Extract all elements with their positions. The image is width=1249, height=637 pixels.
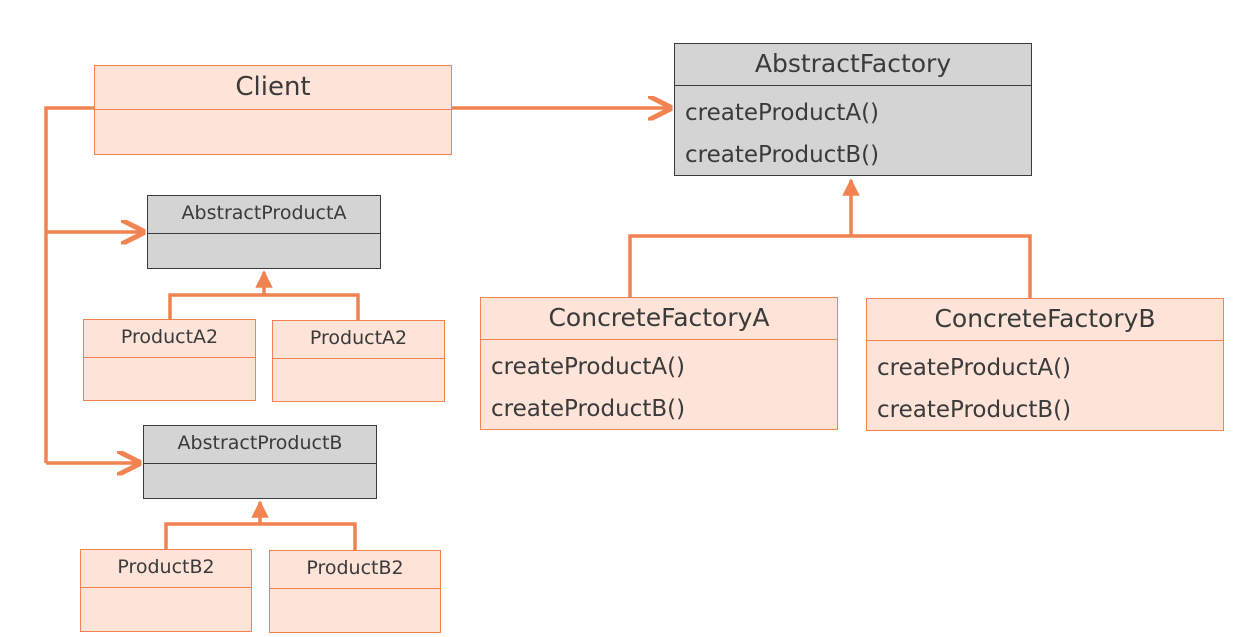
client-title: Client	[95, 66, 451, 110]
product-b-left-class: ProductB2	[80, 549, 252, 632]
client-class: Client	[94, 65, 452, 155]
product-b-inheritance	[164, 502, 357, 550]
client-dependency-trunk	[44, 106, 95, 463]
abstract-factory-class: AbstractFactory createProductA() createP…	[674, 43, 1032, 176]
abstract-product-a-title: AbstractProductA	[148, 196, 380, 234]
product-b-right-title: ProductB2	[270, 551, 440, 589]
product-b-left-title: ProductB2	[81, 550, 251, 588]
concrete-factory-b-method: createProductB()	[877, 397, 1072, 423]
concrete-factory-b-title: ConcreteFactoryB	[867, 299, 1223, 341]
concrete-factory-b-method: createProductA()	[877, 355, 1072, 381]
concrete-factory-a-methods: createProductA() createProductB()	[481, 340, 837, 430]
product-a-right-class: ProductA2	[272, 320, 445, 402]
abstract-factory-method: createProductA()	[685, 100, 880, 126]
factory-inheritance	[628, 180, 1032, 298]
concrete-factory-b-methods: createProductA() createProductB()	[867, 341, 1223, 431]
abstract-product-a-class: AbstractProductA	[147, 195, 381, 269]
product-a-left-title: ProductA2	[84, 320, 255, 358]
abstract-factory-methods: createProductA() createProductB()	[675, 86, 1031, 176]
product-a-inheritance	[168, 272, 360, 320]
abstract-factory-method: createProductB()	[685, 142, 880, 168]
concrete-factory-a-title: ConcreteFactoryA	[481, 298, 837, 340]
product-b-right-class: ProductB2	[269, 550, 441, 633]
abstract-product-b-class: AbstractProductB	[143, 425, 377, 499]
product-a-left-class: ProductA2	[83, 319, 256, 401]
product-a-right-title: ProductA2	[273, 321, 444, 359]
abstract-factory-title: AbstractFactory	[675, 44, 1031, 86]
concrete-factory-a-method: createProductB()	[491, 396, 686, 422]
concrete-factory-a-method: createProductA()	[491, 354, 686, 380]
concrete-factory-a-class: ConcreteFactoryA createProductA() create…	[480, 297, 838, 430]
concrete-factory-b-class: ConcreteFactoryB createProductA() create…	[866, 298, 1224, 431]
abstract-product-b-title: AbstractProductB	[144, 426, 376, 464]
